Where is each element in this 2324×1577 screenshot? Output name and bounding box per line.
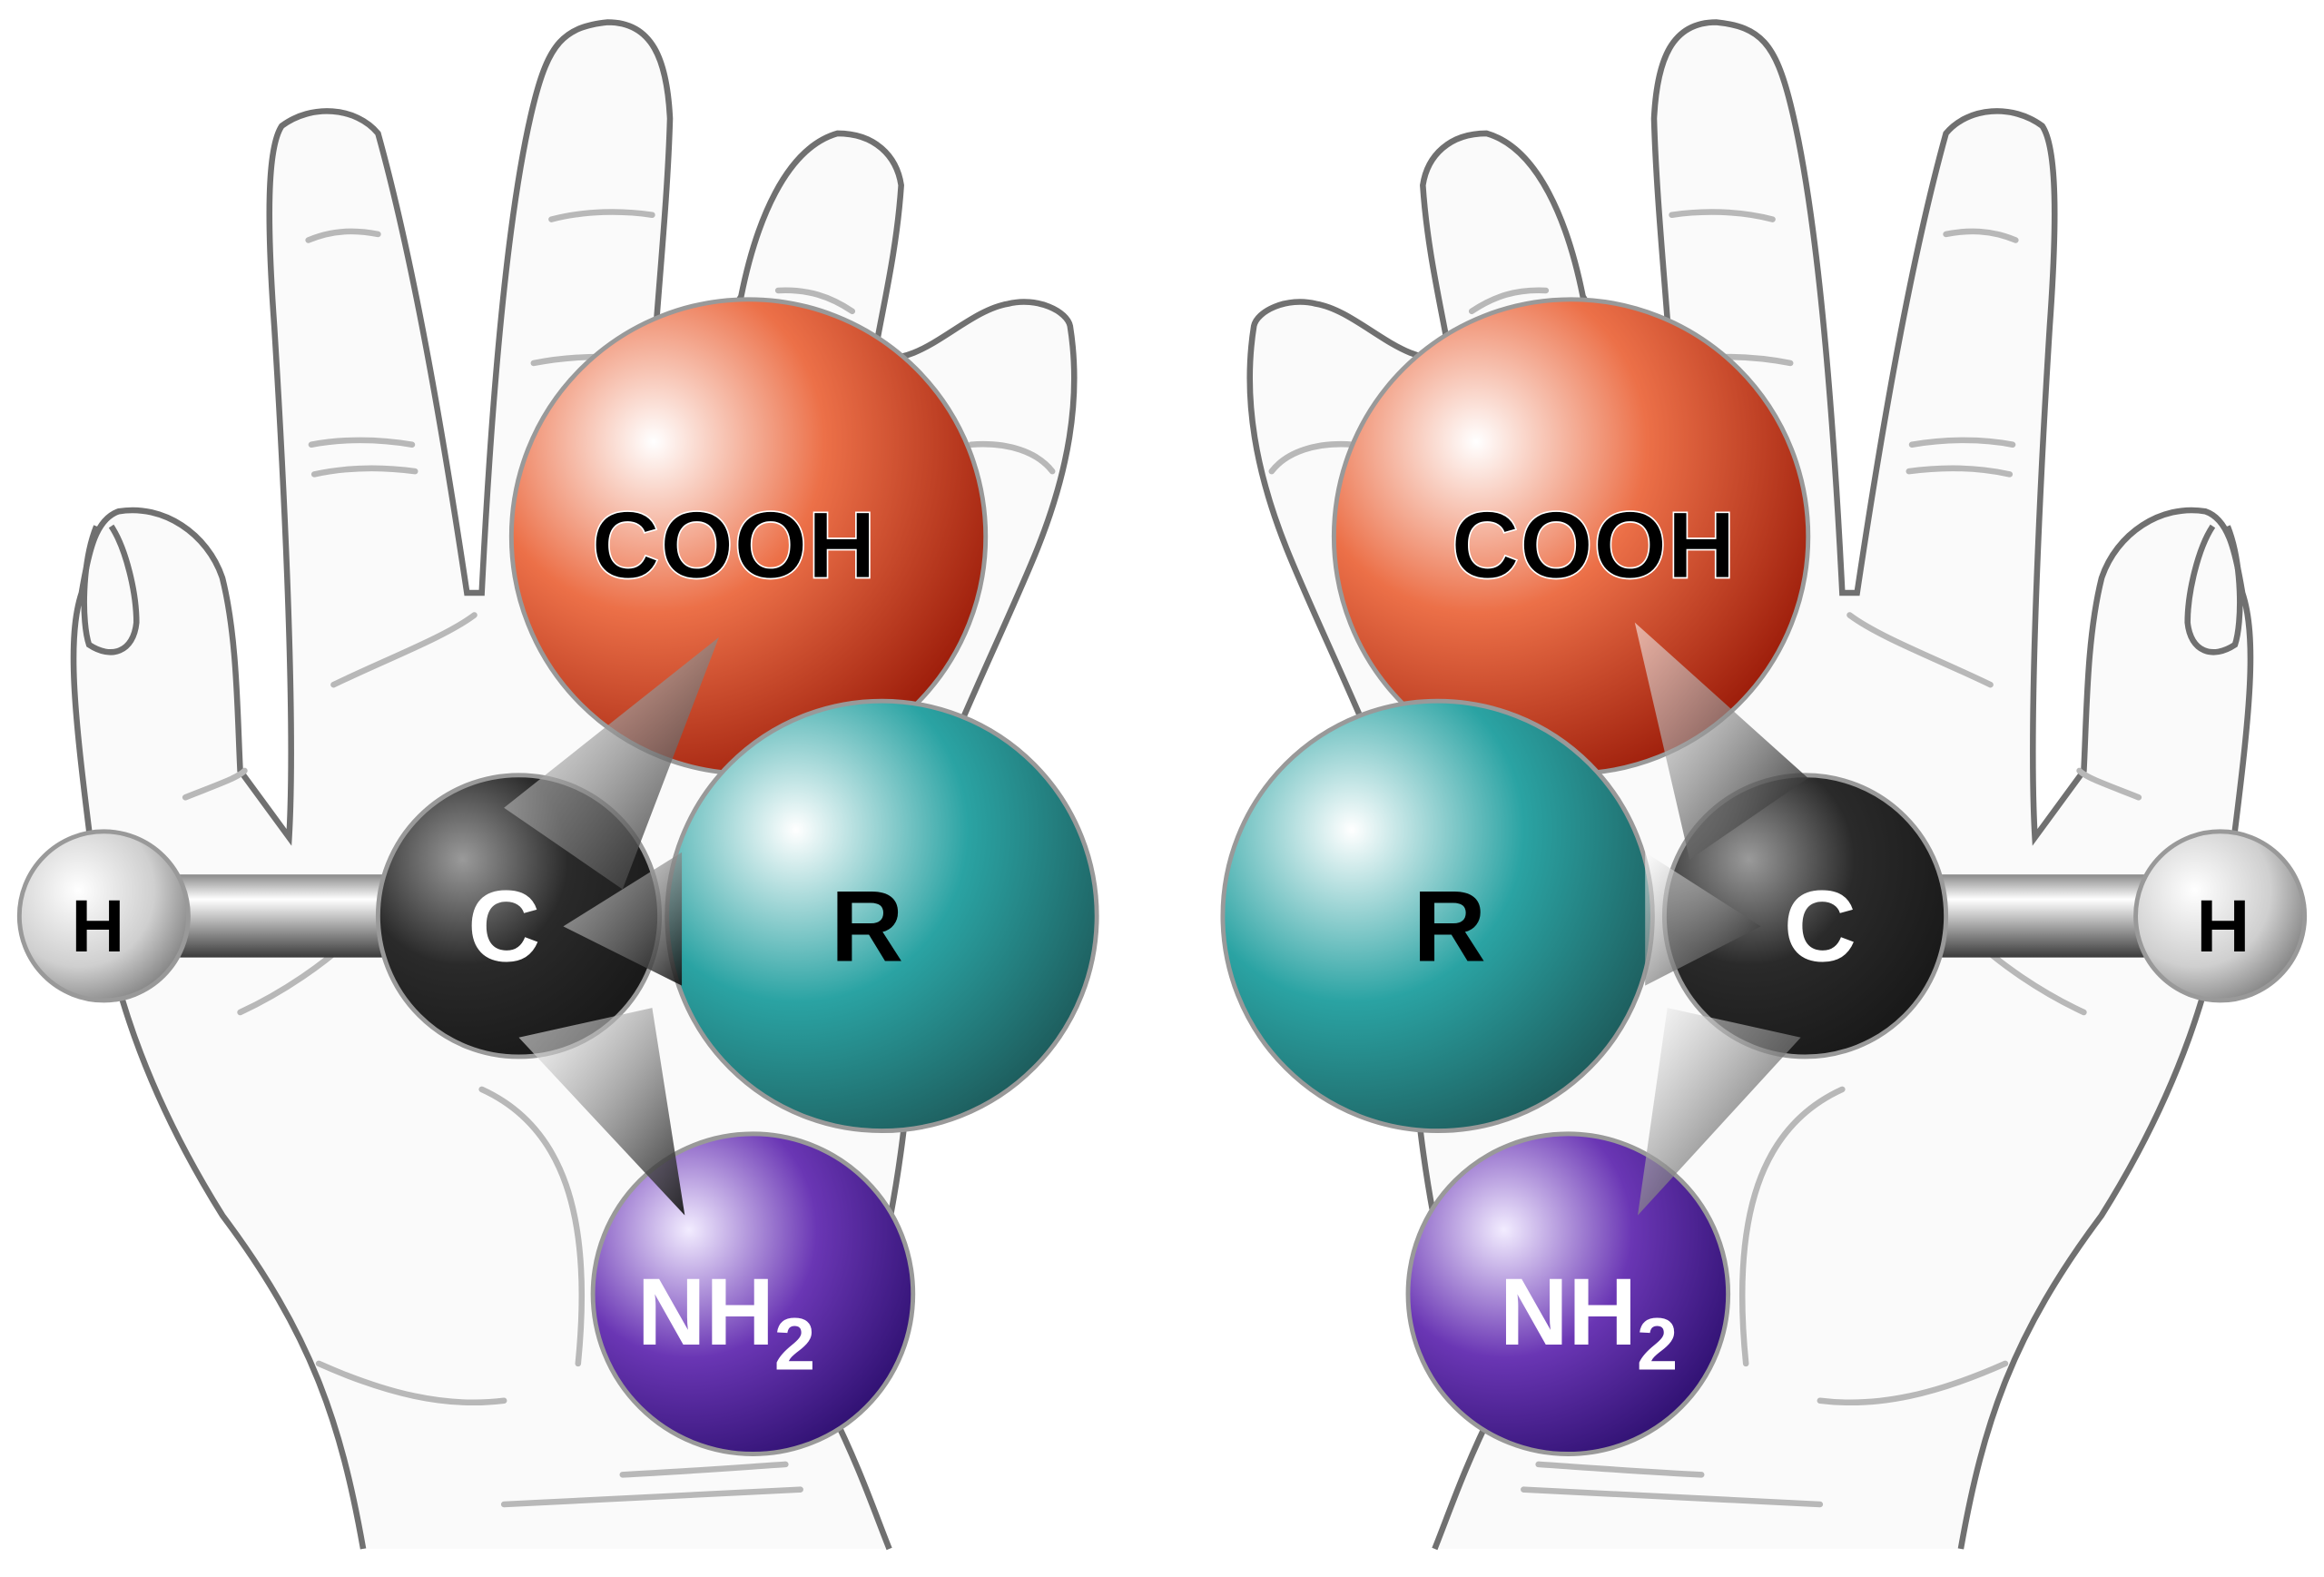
wedge-bond-nh2	[518, 1008, 685, 1216]
carbon-label: C	[1784, 870, 1856, 982]
nh2-sphere	[1405, 1131, 1731, 1456]
hydrogen-atom	[16, 829, 191, 1003]
r-label: R	[1413, 870, 1486, 982]
hydrogen-label: H	[2196, 885, 2250, 968]
wedge-bond-r	[1645, 852, 1761, 986]
nh2-sphere	[590, 1131, 916, 1456]
left-molecule: COOH R C H NH2	[16, 297, 1099, 1456]
nh2-subscript: 2	[1637, 1303, 1678, 1385]
nh2-main: NH	[1500, 1258, 1637, 1365]
r-label: R	[831, 870, 903, 982]
cooh-label: COOH	[591, 492, 875, 598]
cooh-label: COOH	[1451, 492, 1735, 598]
wedge-bond-nh2	[1638, 1008, 1801, 1216]
right-molecule: COOH R C H NH2	[1220, 297, 2308, 1456]
nh2-label: NH2	[637, 1258, 815, 1385]
wedge-bond-r	[563, 852, 683, 986]
nh2-subscript: 2	[774, 1303, 815, 1385]
nh2-main: NH	[637, 1258, 774, 1365]
wedge-bond-cooh	[504, 636, 719, 890]
hydrogen-label: H	[71, 885, 124, 968]
nh2-label: NH2	[1500, 1258, 1678, 1385]
carbon-label: C	[468, 870, 540, 982]
hydrogen-atom	[2133, 829, 2308, 1003]
wedge-bond-cooh	[1634, 622, 1808, 860]
